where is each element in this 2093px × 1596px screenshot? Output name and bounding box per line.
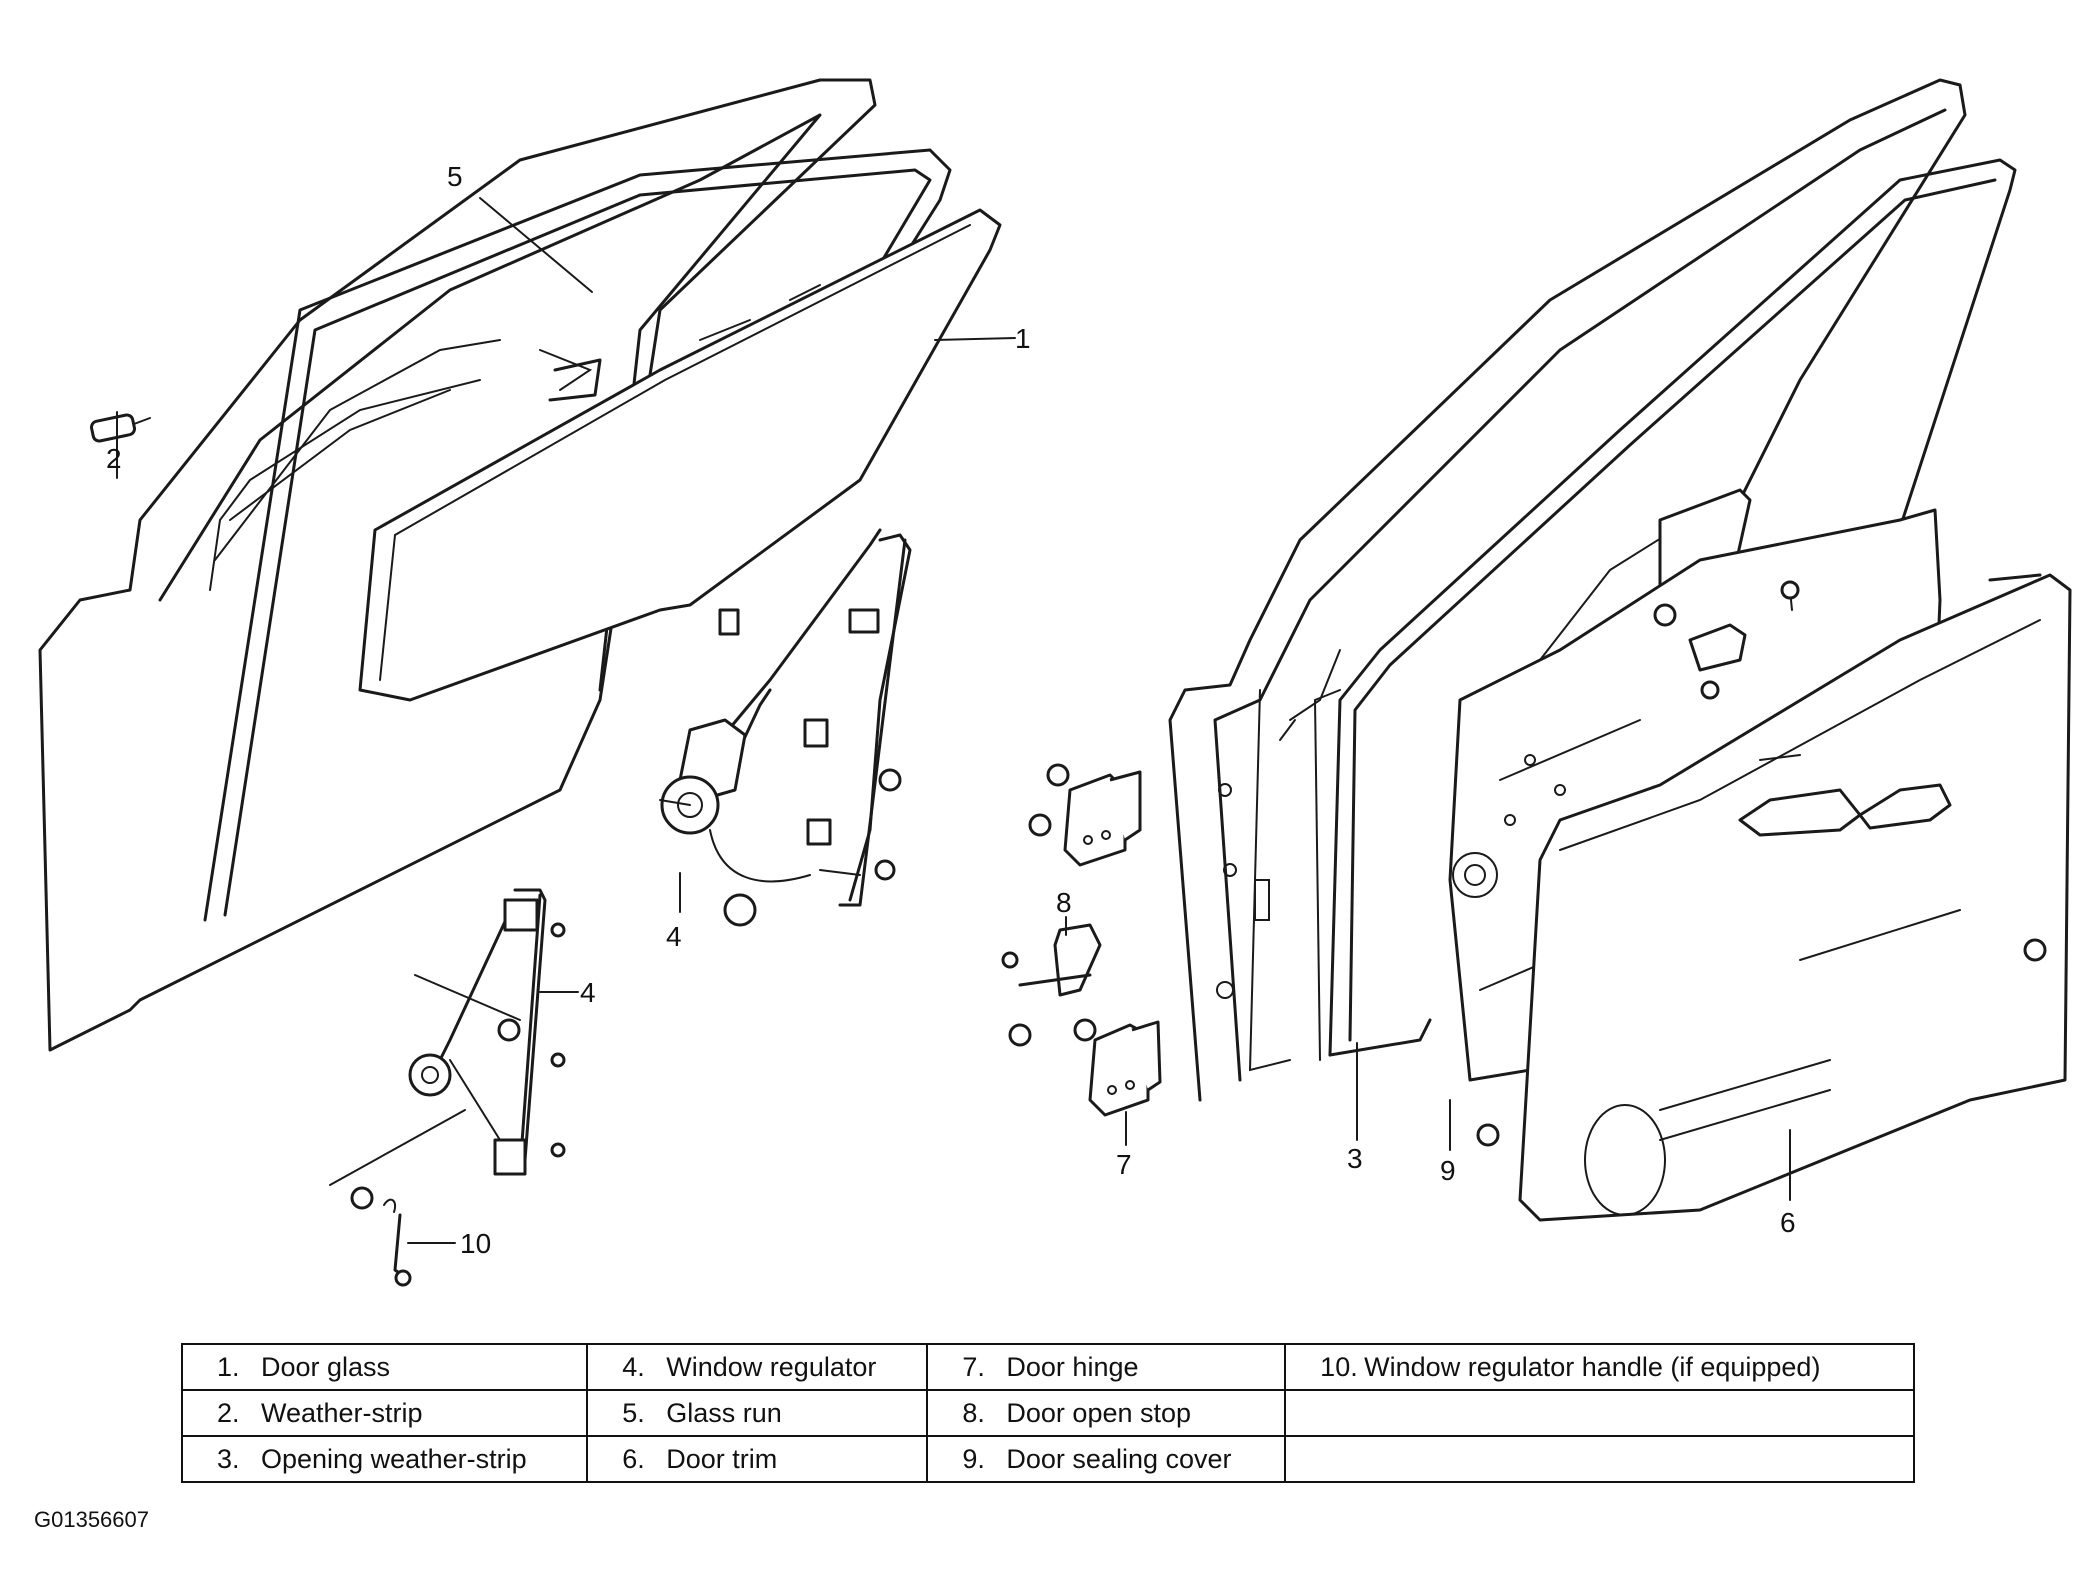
legend-cell: 6.Door trim	[586, 1435, 929, 1483]
callout-6: 6	[1780, 1207, 1796, 1238]
callout-leaders	[116, 197, 1791, 1244]
legend-row: 3.Opening weather-strip 6.Door trim 9.Do…	[180, 1435, 1915, 1483]
legend-cell: 9.Door sealing cover	[926, 1435, 1287, 1483]
callout-5: 5	[447, 161, 463, 192]
legend-cell: 2.Weather-strip	[180, 1389, 589, 1437]
legend-cell: 10.Window regulator handle (if equipped)	[1284, 1343, 1915, 1391]
callout-7: 7	[1116, 1149, 1132, 1180]
door-trim	[1518, 573, 2072, 1222]
legend-cell: 7.Door hinge	[926, 1343, 1287, 1391]
weather-strip-part	[89, 413, 151, 443]
callout-9: 9	[1440, 1155, 1456, 1186]
callout-2: 2	[106, 443, 122, 474]
document-code: G01356607	[34, 1507, 149, 1532]
legend-cell	[1284, 1389, 1915, 1437]
right-door-shell	[1168, 78, 1967, 1102]
window-regulator-handle	[350, 1186, 412, 1287]
door-hinge-upper	[1028, 763, 1142, 867]
door-glass	[358, 208, 1002, 702]
door-hinge-lower	[1073, 1018, 1162, 1117]
lock-bracket	[1476, 580, 2047, 1147]
callout-8: 8	[1056, 887, 1072, 918]
legend-cell: 8.Door open stop	[926, 1389, 1287, 1437]
glass-run	[203, 148, 952, 922]
parts-legend-table: 1.Door glass 4.Window regulator 7.Door h…	[180, 1343, 1915, 1483]
legend-row: 2.Weather-strip 5.Glass run 8.Door open …	[180, 1389, 1915, 1437]
legend-cell: 3.Opening weather-strip	[180, 1435, 589, 1483]
legend-cell	[1284, 1435, 1915, 1483]
callout-3: 3	[1347, 1143, 1363, 1174]
callout-1: 1	[1015, 323, 1031, 354]
callout-10: 10	[460, 1228, 491, 1259]
legend-cell: 4.Window regulator	[586, 1343, 929, 1391]
legend-row: 1.Door glass 4.Window regulator 7.Door h…	[180, 1343, 1915, 1391]
callout-4-power-regulator: 4	[666, 921, 682, 952]
legend-cell: 1.Door glass	[180, 1343, 589, 1391]
callout-4-manual-regulator: 4	[580, 977, 596, 1008]
window-regulator-manual	[329, 888, 566, 1186]
window-regulator-power	[659, 528, 912, 927]
legend-cell: 5.Glass run	[586, 1389, 929, 1437]
door-open-stop	[1001, 923, 1102, 1047]
